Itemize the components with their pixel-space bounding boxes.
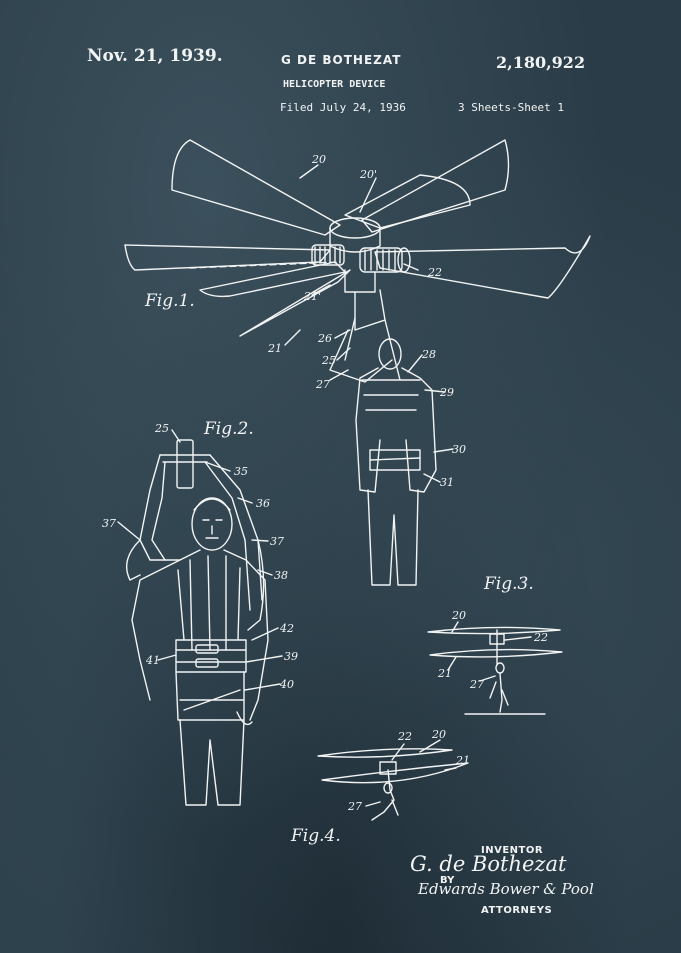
ref-fig1-20: 20 (311, 153, 326, 166)
ref-fig2-42: 42 (279, 622, 294, 635)
inventor-label: INVENTOR (481, 845, 544, 856)
figure-2-label: Fig.2. (204, 419, 254, 439)
ref-fig1-30: 30 (452, 443, 466, 456)
inventor-signature: G. de Bothezat (410, 852, 567, 876)
attorneys-label: ATTORNEYS (481, 905, 553, 916)
ref-fig4-20: 20 (431, 728, 446, 741)
figure-1-label: Fig.1. (145, 291, 195, 311)
sheet-count: 3 Sheets-Sheet 1 (458, 101, 564, 114)
ref-fig4-22: 22 (397, 730, 412, 743)
inventor-name: G DE BOTHEZAT (281, 53, 402, 67)
patent-title: HELICOPTER DEVICE (283, 79, 386, 90)
ref-fig3-27: 27 (469, 678, 484, 691)
fig1-rotor-drawing (125, 140, 590, 585)
ref-fig1-25: 25 (321, 354, 336, 367)
ref-fig2-41: 41 (145, 654, 160, 667)
fig3-drawing (428, 622, 562, 714)
ref-fig1-22: 22 (427, 266, 442, 279)
figure-3-label: Fig.3. (484, 574, 534, 594)
patent-number: 2,180,922 (496, 53, 586, 72)
filed-date: Filed July 24, 1936 (280, 101, 406, 114)
ref-fig1-21: 21 (267, 342, 282, 355)
ref-fig3-20: 20 (451, 609, 466, 622)
attorney-signature: Edwards Bower & Pool (418, 880, 594, 898)
ref-fig2-36: 36 (256, 497, 270, 510)
ref-fig2-35: 35 (234, 465, 248, 478)
ref-fig1-31: 31 (440, 476, 454, 489)
ref-fig2-40: 40 (279, 678, 294, 691)
patent-date: Nov. 21, 1939. (87, 46, 223, 66)
reference-numerals: 20 20' 22 21' 21 26 25 27 28 29 30 31 25… (102, 153, 548, 813)
fig2-harness-drawing (118, 430, 282, 805)
ref-fig4-21: 21 (455, 754, 470, 767)
figure-4-label: Fig.4. (291, 826, 341, 846)
ref-fig1-26: 26 (317, 332, 332, 345)
ref-fig2-37-left: 37 (102, 517, 116, 530)
ref-fig3-22: 22 (533, 631, 548, 644)
ref-fig2-25: 25 (154, 422, 169, 435)
ref-fig1-20prime: 20' (359, 168, 377, 181)
fig4-drawing (318, 740, 468, 820)
ref-fig2-38: 38 (274, 569, 288, 582)
ref-fig1-28: 28 (421, 348, 436, 361)
ref-fig1-27: 27 (315, 378, 330, 391)
ref-fig4-27: 27 (347, 800, 362, 813)
ref-fig3-21: 21 (437, 667, 452, 680)
by-label: BY (440, 875, 455, 886)
ref-fig2-37-right: 37 (270, 535, 284, 548)
ref-fig1-29: 29 (439, 386, 454, 399)
ref-fig1-21prime: 21' (303, 290, 321, 303)
ref-fig2-39: 39 (284, 650, 298, 663)
